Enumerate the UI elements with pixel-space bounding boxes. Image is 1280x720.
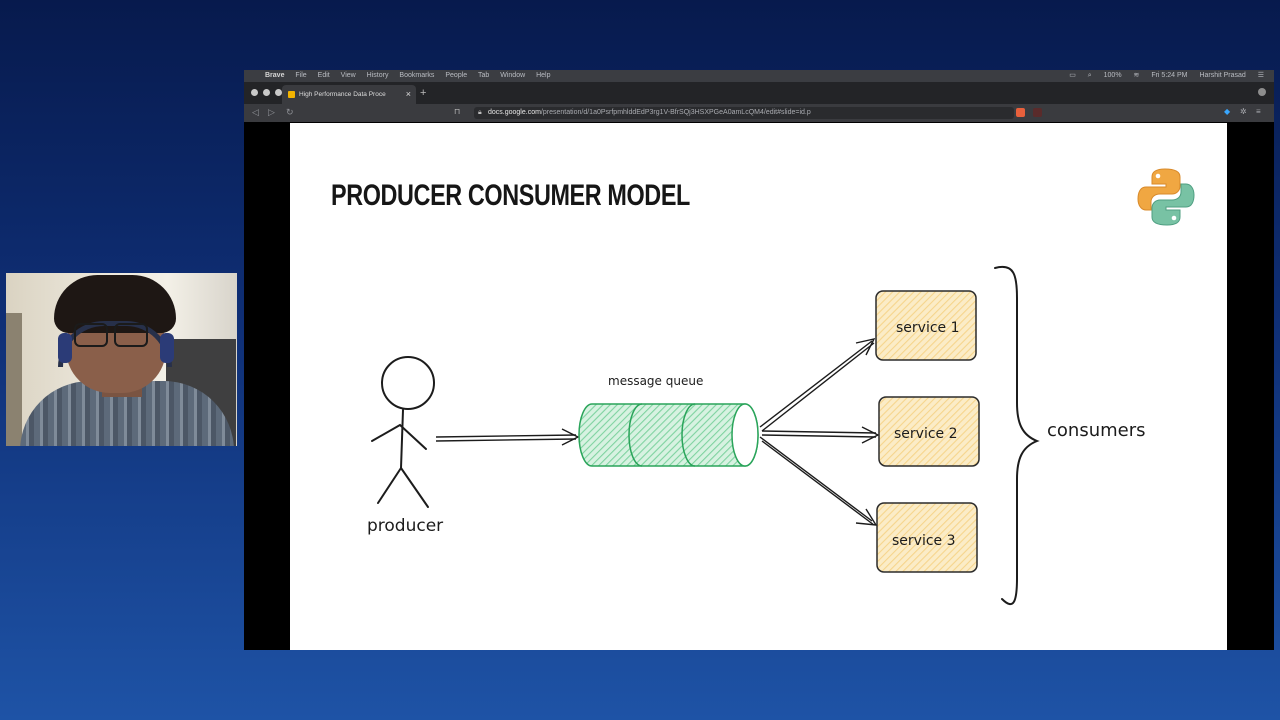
producer-label: producer — [367, 516, 443, 536]
fanout-arrows — [759, 337, 880, 526]
forward-icon[interactable]: ▷ — [268, 107, 275, 117]
extension-icon[interactable] — [1258, 88, 1266, 96]
browser-window: Brave File Edit View History Bookmarks P… — [244, 70, 1274, 650]
new-tab-button[interactable]: + — [420, 87, 427, 99]
url-host: docs.google.com — [488, 109, 541, 116]
mac-menubar: Brave File Edit View History Bookmarks P… — [244, 70, 1274, 82]
clock[interactable]: Fri 5:24 PM — [1151, 72, 1188, 79]
consumers-brace — [994, 265, 1040, 606]
wifi-icon[interactable]: ≋ — [1133, 72, 1140, 79]
tab-active[interactable]: High Performance Data Proce × — [282, 85, 416, 104]
menu-app-name[interactable]: Brave — [265, 72, 285, 79]
search-icon[interactable]: ⌕ — [1087, 72, 1092, 79]
producer-consumer-diagram: producer message queue — [367, 265, 1146, 606]
menu-window[interactable]: Window — [500, 72, 526, 79]
menu-bookmarks[interactable]: Bookmarks — [399, 72, 435, 79]
user-name[interactable]: Harshit Prasad — [1199, 72, 1246, 79]
service-box-2: service 2 — [878, 396, 980, 467]
menu-edit[interactable]: Edit — [317, 72, 330, 79]
webcam-video — [6, 273, 237, 446]
tab-bar: High Performance Data Proce × + — [244, 82, 1274, 104]
minimize-window-icon[interactable] — [263, 89, 270, 96]
back-icon[interactable]: ◁ — [252, 107, 259, 117]
battery-level[interactable]: 100% — [1103, 72, 1122, 79]
service-box-3: service 3 — [876, 502, 978, 573]
service-box-1: service 1 — [875, 290, 977, 361]
service-3-label: service 3 — [892, 533, 956, 549]
url-path: /presentation/d/1a0PsrfpmhlddEdP3rg1V-Bf… — [540, 109, 811, 116]
menu-help[interactable]: Help — [536, 72, 551, 79]
slide-canvas: PRODUCER CONSUMER MODEL — [290, 123, 1227, 650]
message-queue-cylinder — [578, 403, 759, 467]
zoom-window-icon[interactable] — [275, 89, 282, 96]
service-1-label: service 1 — [896, 320, 960, 336]
menu-icon[interactable]: ≡ — [1256, 107, 1261, 116]
menu-file[interactable]: File — [295, 72, 307, 79]
chat-icon[interactable]: ▭ — [1069, 72, 1076, 79]
slide-title: PRODUCER CONSUMER MODEL — [331, 179, 690, 212]
menu-history[interactable]: History — [366, 72, 389, 79]
consumers-label: consumers — [1047, 420, 1146, 441]
menu-tab[interactable]: Tab — [478, 72, 490, 79]
brave-rewards-icon[interactable] — [1033, 108, 1042, 117]
url-field[interactable]: 🔒︎ docs.google.com/presentation/d/1a0Psr… — [474, 107, 1014, 119]
menu-people[interactable]: People — [445, 72, 468, 79]
service-2-label: service 2 — [894, 426, 958, 442]
close-window-icon[interactable] — [251, 89, 258, 96]
tab-title: High Performance Data Proce — [299, 91, 386, 98]
bookmark-icon[interactable]: ⊓ — [454, 107, 461, 116]
extensions-icon[interactable]: ✲ — [1240, 107, 1247, 116]
menu-view[interactable]: View — [340, 72, 356, 79]
producer-arrow — [435, 428, 580, 446]
slides-favicon-icon — [288, 91, 295, 98]
address-toolbar: ◁ ▷ ↻ ⊓ 🔒︎ docs.google.com/presentation/… — [244, 104, 1274, 122]
queue-label: message queue — [608, 374, 703, 388]
list-icon[interactable]: ☰ — [1257, 72, 1264, 79]
lock-icon: 🔒︎ — [478, 109, 482, 116]
tab-close-icon[interactable]: × — [405, 89, 411, 99]
producer-figure — [371, 356, 435, 508]
vpn-icon[interactable]: ◆ — [1224, 107, 1231, 116]
python-logo-icon — [1137, 168, 1195, 226]
reload-icon[interactable]: ↻ — [286, 107, 294, 117]
brave-shields-icon[interactable] — [1016, 108, 1025, 117]
